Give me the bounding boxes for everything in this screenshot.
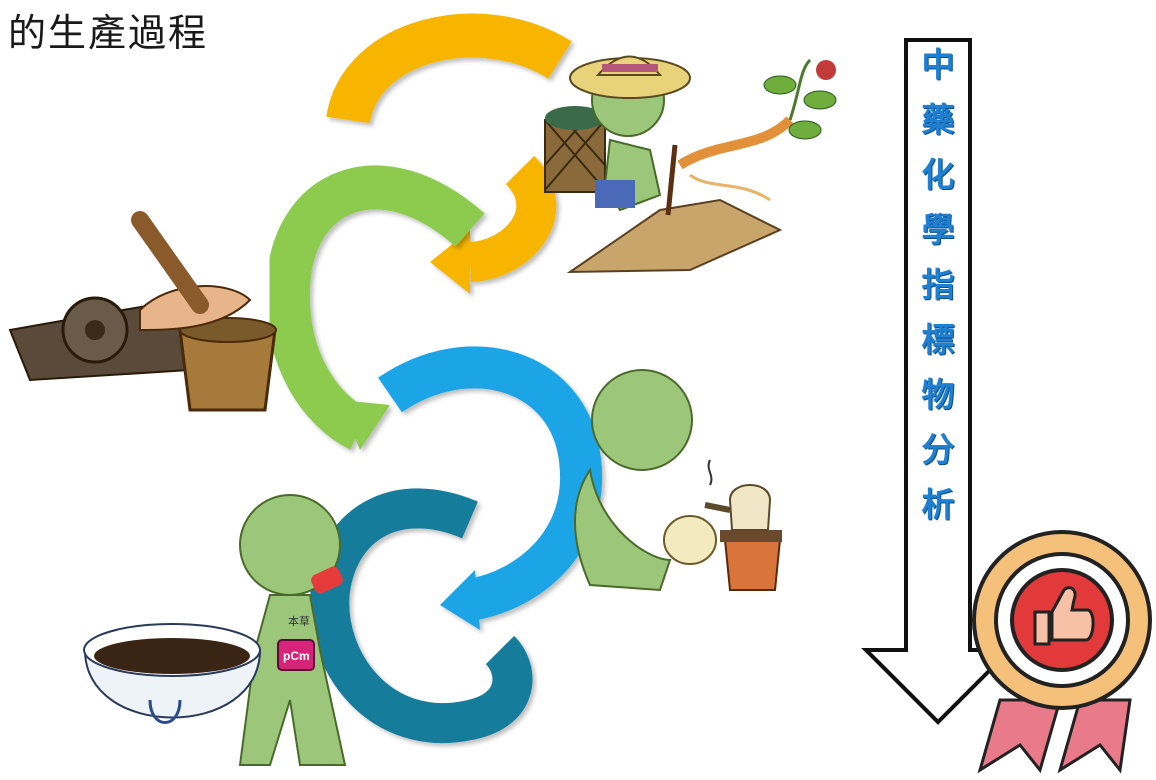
- side-label-char: 化: [921, 155, 955, 194]
- farmer-harvesting-ginseng: [544, 55, 837, 274]
- side-label-char: 物: [921, 375, 955, 414]
- herb-decoction-pot: [574, 369, 782, 592]
- side-label: 中 藥 化 學 指 標 物 分 析: [906, 48, 970, 543]
- cup-label: pCm: [283, 649, 310, 663]
- side-label-char: 指: [921, 265, 955, 304]
- side-label-char: 標: [921, 320, 955, 359]
- grinding-mill-and-mortar: [8, 211, 277, 412]
- yellow-cycle-arrow: [326, 13, 572, 294]
- down-arrow: [861, 38, 1015, 725]
- teal-cycle-arrow: [309, 488, 533, 744]
- green-cycle-arrow: [265, 165, 485, 450]
- herbal-tea-bowl: pCm 本草: [83, 494, 347, 766]
- figure-text: 本草: [288, 614, 310, 628]
- side-label-char: 藥: [921, 100, 955, 139]
- blue-cycle-arrow: [378, 346, 603, 630]
- quality-award-badge: [972, 530, 1152, 774]
- side-label-char: 學: [921, 210, 955, 249]
- side-label-char: 中: [921, 45, 955, 84]
- page-title: 的生產過程: [8, 11, 209, 55]
- side-label-char: 析: [921, 485, 955, 524]
- thumbs-up-icon: [1033, 586, 1095, 646]
- side-label-char: 分: [921, 430, 955, 469]
